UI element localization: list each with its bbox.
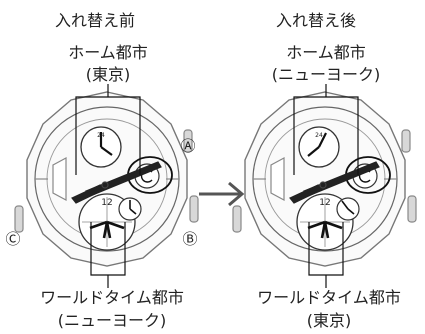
panel-before-heading: 入れ替え前 xyxy=(55,11,135,30)
world-subdial-numeral: 12 xyxy=(101,198,112,208)
panel-after-home-city: (ニューヨーク) xyxy=(272,65,381,84)
world-subdial-numeral: 12 xyxy=(319,198,330,208)
bezel xyxy=(26,91,188,267)
panel-after-world-city: (東京) xyxy=(307,311,352,330)
panel-before-world-label: ワールドタイム都市 xyxy=(40,288,184,307)
home-subdial-numeral: 24 xyxy=(97,132,105,139)
button-b-marker: Ⓑ xyxy=(182,230,197,248)
bracket-lines xyxy=(293,84,359,288)
panel-before-world-city: (ニューヨーク) xyxy=(58,311,167,330)
button-c-marker: Ⓒ xyxy=(5,230,20,248)
bezel xyxy=(244,91,406,267)
panel-after-home-label: ホーム都市 xyxy=(286,43,366,62)
button-a-marker: Ⓐ xyxy=(180,137,195,155)
bracket-lines xyxy=(75,84,141,288)
panel-after: 入れ替え後 ホーム都市 (ニューヨーク) xyxy=(232,11,417,330)
watch-before xyxy=(14,91,199,267)
panel-before: 入れ替え前 ホーム都市 (東京) xyxy=(5,11,199,330)
panel-before-home-city: (東京) xyxy=(86,65,131,84)
right-arrow-icon xyxy=(199,181,245,207)
panel-after-world-label: ワールドタイム都市 xyxy=(257,288,401,307)
panel-after-heading: 入れ替え後 xyxy=(276,11,356,30)
watch-after xyxy=(232,91,417,267)
home-subdial-numeral: 24 xyxy=(315,132,323,139)
panel-before-home-label: ホーム都市 xyxy=(68,43,148,62)
